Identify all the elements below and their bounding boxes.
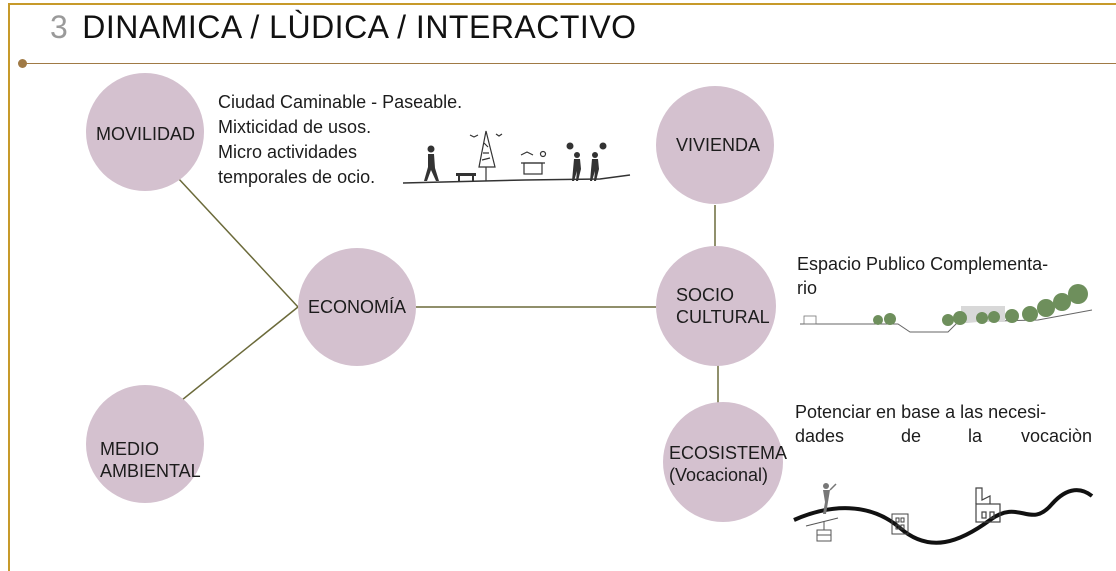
node-medio-ambiental-line2: AMBIENTAL: [100, 461, 201, 481]
note-ecosistema-2d: vocaciòn: [1021, 426, 1093, 446]
note-movilidad-1: Ciudad Caminable - Paseable.: [218, 92, 463, 112]
children-playing-icon: [566, 142, 607, 181]
node-vivienda-label: VIVIENDA: [676, 135, 761, 155]
note-ecosistema-1: Potenciar en base a las necesi-: [795, 402, 1047, 422]
header-rule-dot: [18, 59, 27, 68]
connector-medio-economia: [171, 306, 299, 409]
node-ecosistema-line2: (Vocacional): [669, 465, 769, 485]
pedestrian-icon: [424, 145, 439, 181]
node-ecosistema-line1: ECOSISTEMA: [669, 443, 788, 463]
note-ecosistema-2b: de: [901, 426, 922, 446]
birds-icon: [469, 133, 503, 138]
node-economia: ECONOMÍA: [298, 248, 416, 366]
factory-icon: [975, 487, 1001, 523]
node-socio-cultural-line2: CULTURAL: [676, 307, 770, 327]
note-movilidad-3: Micro actividades: [218, 142, 358, 162]
note-socio-cultural-2: rio: [797, 278, 818, 298]
node-medio-ambiental: MEDIO AMBIENTAL: [86, 385, 204, 503]
note-ecosistema-2c: la: [968, 426, 983, 446]
cable-car-icon: [805, 517, 839, 542]
bench-icon: [456, 173, 476, 176]
vegetation-icon: [873, 284, 1088, 326]
note-movilidad-4: temporales de ocio.: [218, 167, 376, 187]
node-vivienda: VIVIENDA: [656, 86, 774, 204]
node-medio-ambiental-line1: MEDIO: [100, 439, 160, 459]
ecosystem-landscape-illustration: [793, 483, 1094, 545]
section-title: DINAMICA / LÙDICA / INTERACTIVO: [82, 9, 637, 45]
node-movilidad: MOVILIDAD: [86, 73, 204, 191]
node-movilidad-label: MOVILIDAD: [96, 124, 196, 144]
node-socio-cultural-line1: SOCIO: [676, 285, 735, 305]
market-stall-icon: [520, 150, 547, 175]
page-title: 3 DINAMICA / LÙDICA / INTERACTIVO: [50, 9, 637, 46]
frame-left-border: [8, 3, 10, 571]
street-activities-illustration: [402, 130, 631, 184]
connector-movilidad-economia: [177, 177, 299, 308]
frame-top-border: [8, 3, 1116, 5]
node-ecosistema: ECOSISTEMA (Vocacional): [663, 402, 787, 522]
person-on-hill-icon: [823, 483, 837, 514]
section-number: 3: [50, 9, 69, 45]
tree-icon: [478, 130, 496, 181]
header-rule: [22, 63, 1116, 64]
node-economia-label: ECONOMÍA: [308, 297, 407, 317]
note-socio-cultural-1: Espacio Publico Complementa-: [797, 254, 1049, 274]
public-space-section-illustration: [800, 284, 1093, 333]
node-socio-cultural: SOCIO CULTURAL: [656, 246, 776, 366]
building-icon: [891, 513, 909, 535]
note-movilidad-2: Mixticidad de usos.: [218, 117, 372, 137]
note-ecosistema-2a: dades: [795, 426, 845, 446]
